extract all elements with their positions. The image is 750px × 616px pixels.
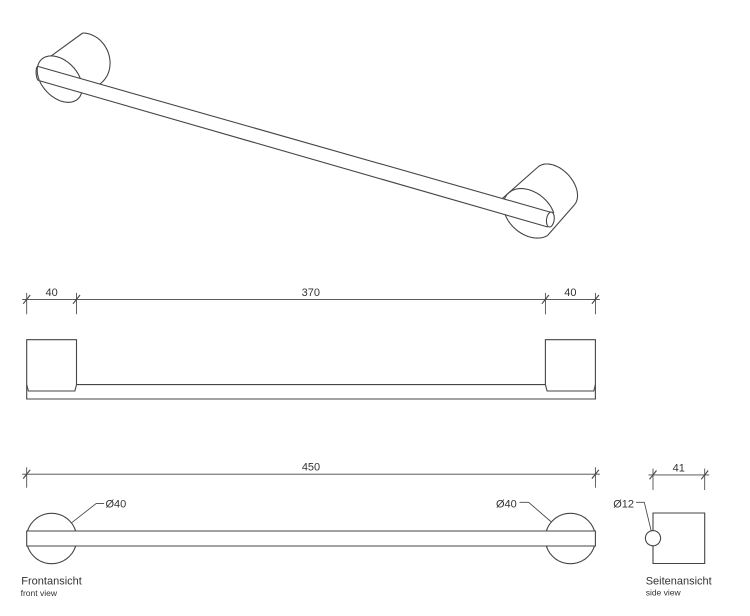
plan-holder-right-base [544, 384, 596, 392]
annotations: 40 370 40 450 Ø40 Ø40 Frontansicht front… [21, 287, 712, 598]
holder-left-wall-face [82, 32, 111, 85]
holder-right-front-face-bottom [504, 214, 548, 239]
front-leader-right [519, 501, 552, 523]
plan-dim-tick-3 [591, 294, 600, 305]
bar-right-end-cap [545, 211, 555, 228]
holder-left-front-face-bottom [39, 80, 83, 103]
side-dim-tick-0 [649, 470, 657, 480]
holder-left-front-face-top [37, 55, 81, 79]
plan-dim-left-label: 40 [45, 287, 57, 299]
side-bar-circle [644, 530, 662, 547]
front-holder-left-top-arc [26, 512, 77, 532]
holder-right-front-face-top [503, 188, 555, 214]
front-view [22, 467, 600, 565]
plan-holder-left-base [26, 384, 78, 392]
bar-left-end-cap [35, 65, 39, 82]
front-holder-right-dia-label: Ø40 [496, 498, 517, 510]
plan-dim-span-label: 370 [302, 287, 320, 299]
front-bar-outline [26, 530, 596, 547]
side-leader [636, 501, 652, 531]
front-dim-length-label: 450 [302, 462, 320, 474]
plan-dim-tick-1 [72, 294, 81, 305]
holder-right-wall-face [537, 163, 579, 206]
side-view-title: Seitenansicht [646, 575, 712, 587]
front-holder-right-bottom-arc [545, 545, 596, 565]
side-bar-dia-label: Ø12 [613, 498, 634, 510]
front-holder-left-dia-label: Ø40 [106, 498, 127, 510]
plan-dim-right-label: 40 [564, 287, 576, 299]
holder-left-front-face-left [36, 66, 40, 81]
front-dim-tick-1 [591, 469, 600, 479]
front-holder-left-bottom-arc [26, 545, 77, 565]
side-dim-tick-1 [700, 470, 709, 480]
side-view-subtitle: side view [646, 588, 682, 598]
front-dim-tick-0 [22, 469, 31, 479]
side-dim-depth-label: 41 [673, 462, 685, 474]
plan-holder-left-outline [26, 339, 78, 385]
plan-bar-outline [26, 384, 596, 400]
bar-bottom-edge [38, 79, 548, 228]
front-leader-left [71, 502, 105, 524]
holder-left-silhouette [50, 32, 84, 57]
holder-right-silhouette-bottom [546, 204, 575, 237]
plan-dim-tick-0 [22, 294, 31, 305]
front-view-title: Frontansicht [21, 576, 82, 588]
plan-holder-right-outline [544, 339, 596, 385]
side-holder-outline [652, 512, 706, 565]
perspective-view [35, 32, 579, 239]
plan-dim-tick-2 [541, 294, 550, 305]
bar-top-edge [37, 65, 551, 213]
plan-view [22, 292, 600, 400]
side-view [636, 468, 710, 565]
front-view-subtitle: front view [21, 588, 58, 598]
front-holder-right-top-arc [545, 512, 596, 532]
